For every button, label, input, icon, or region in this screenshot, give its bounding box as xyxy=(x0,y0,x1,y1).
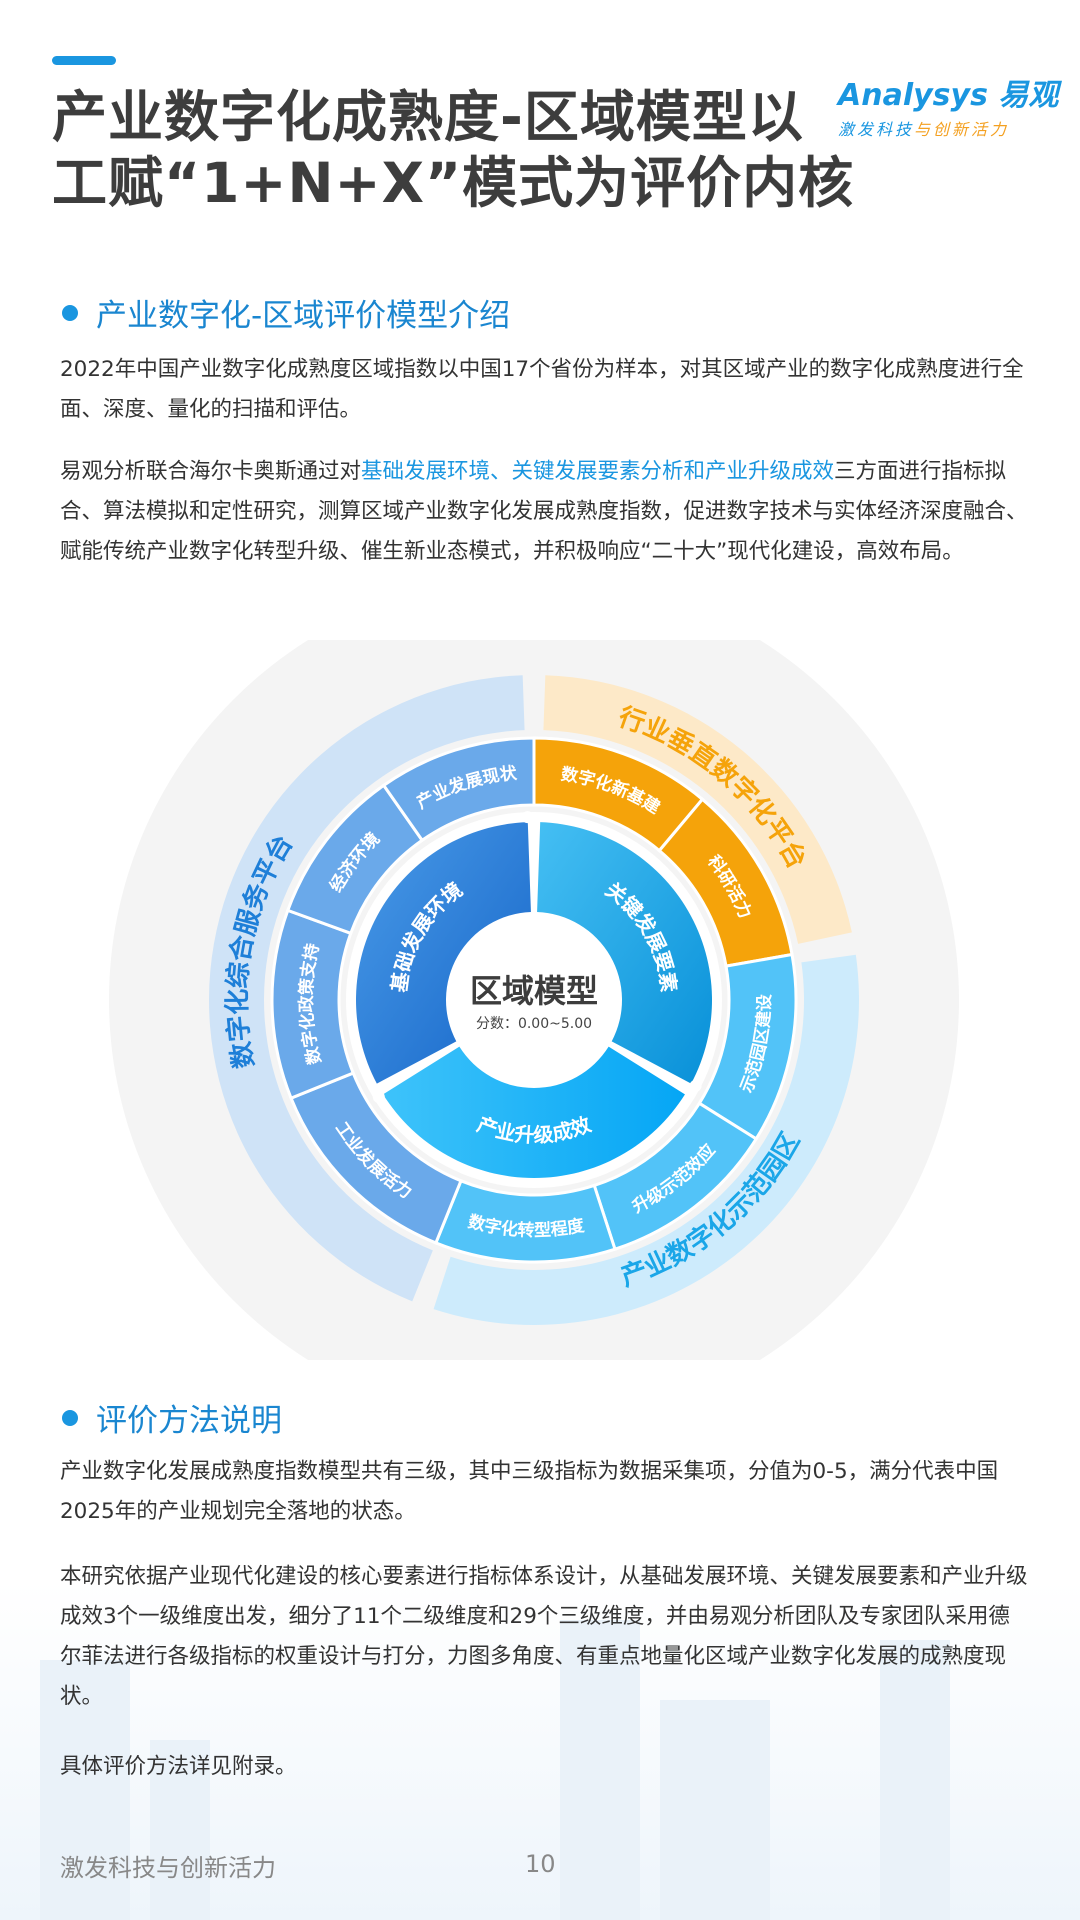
logo-slogan: 激发科技与创新活力 xyxy=(838,116,1058,140)
dimension-arc xyxy=(383,1046,685,1178)
center-score-range: 分数：0.00~5.00 xyxy=(476,1016,592,1032)
section-heading-method: 评价方法说明 xyxy=(62,1395,282,1440)
dimension-arc xyxy=(356,822,531,1084)
title-line-2: 工赋“1+N+X”模式为评价内核 xyxy=(52,151,855,215)
footer-slogan: 激发科技与创新活力 xyxy=(60,1854,276,1882)
section-heading-text: 产业数字化-区域评价模型介绍 xyxy=(96,298,511,334)
logo-brand: Analysys 易观 xyxy=(838,78,1059,113)
analysys-logo: Analysys 易观 激发科技与创新活力 xyxy=(838,70,1058,140)
page-number: 10 xyxy=(525,1850,556,1878)
title-accent-bar xyxy=(52,56,116,65)
platform-band xyxy=(433,954,859,1325)
dimension-arc xyxy=(537,822,712,1084)
page-title: 产业数字化成熟度-区域模型以 工赋“1+N+X”模式为评价内核 xyxy=(52,84,854,216)
logo-slogan-a: 激发科技 xyxy=(838,120,915,139)
para2-highlight: 基础发展环境、关键发展要素分析和产业升级成效 xyxy=(361,459,835,484)
method-paragraph-3: 具体评价方法详见附录。 xyxy=(60,1754,297,1779)
city-skyline-background xyxy=(0,1580,1080,1920)
intro-paragraph-1: 2022年中国产业数字化成熟度区域指数以中国17个省份为样本，对其区域产业的数字… xyxy=(60,357,1024,422)
section-heading-model: 产业数字化-区域评价模型介绍 xyxy=(62,290,510,335)
bullet-dot-icon xyxy=(62,304,78,321)
center-circle xyxy=(452,918,616,1082)
flow-arrow-icon xyxy=(521,811,534,824)
logo-slogan-b: 与创新活力 xyxy=(914,120,1010,139)
flow-arrow-icon xyxy=(372,1090,385,1103)
intro-paragraph-2: 易观分析联合海尔卡奥斯通过对基础发展环境、关键发展要素分析和产业升级成效三方面进… xyxy=(60,452,1030,572)
indicator-sector xyxy=(381,736,536,843)
section-heading-text: 评价方法说明 xyxy=(96,1403,282,1439)
para2-text-b: 三方面进行指标拟合、算法模拟和定性研究，测算区域产业数字化发展成熟度指数，促进数… xyxy=(60,459,1028,564)
center-title: 区域模型 xyxy=(470,972,598,1010)
platform-band xyxy=(543,675,852,944)
method-paragraph-2: 本研究依据产业现代化建设的核心要素进行指标体系设计，从基础发展环境、关键发展要素… xyxy=(60,1564,1028,1709)
title-line-1: 产业数字化成熟度-区域模型以 xyxy=(52,85,804,149)
flow-arrow-icon xyxy=(689,1079,702,1092)
para2-text-a: 易观分析联合海尔卡奥斯通过对 xyxy=(60,459,362,484)
bullet-dot-icon xyxy=(62,1409,78,1426)
method-paragraph-1: 产业数字化发展成熟度指数模型共有三级，其中三级指标为数据采集项，分值为0-5，满… xyxy=(60,1459,999,1524)
platform-band xyxy=(208,675,525,1302)
